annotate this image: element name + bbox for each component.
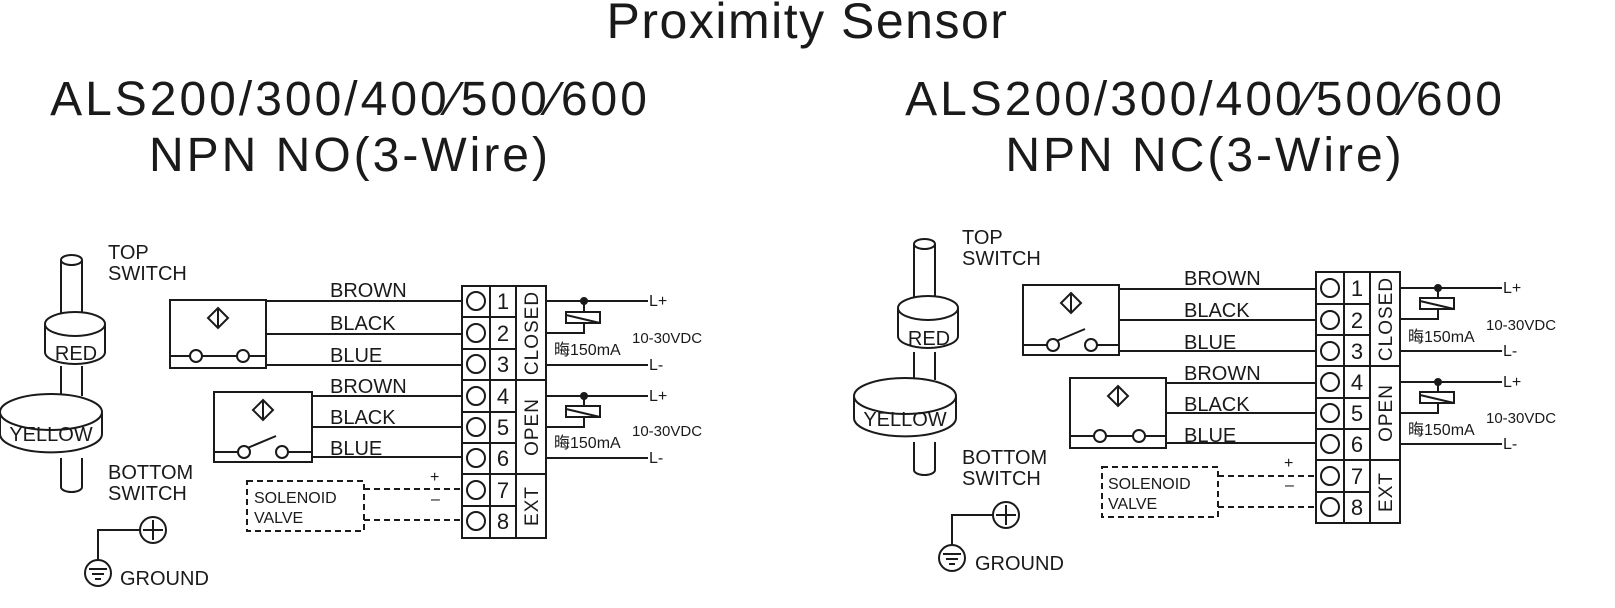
float-yellow-label: YELLOW xyxy=(9,424,92,446)
lminus-1-nc: L- xyxy=(1503,343,1517,360)
wire-black-2-no: BLACK xyxy=(330,407,396,429)
wire-brown-2-nc: BROWN xyxy=(1184,363,1261,385)
voltage-1-nc: 10-30VDC xyxy=(1486,317,1556,334)
lminus-2-nc: L- xyxy=(1503,436,1517,453)
wire-brown-1-nc: BROWN xyxy=(1184,268,1261,290)
terminal-4-nc: 4 xyxy=(1351,370,1363,395)
float-yellow-label-nc: YELLOW xyxy=(863,409,946,431)
wire-blue-1-nc: BLUE xyxy=(1184,332,1236,354)
terminal-1-nc: 1 xyxy=(1351,276,1363,301)
load-1-no: 晦150mA xyxy=(554,341,621,359)
sensor-top-no xyxy=(169,299,267,369)
bottom-switch-label-2: SWITCH xyxy=(108,483,187,505)
sol-plus-no: + xyxy=(430,469,439,486)
variant-title-nc: NPN NC(3-Wire) xyxy=(1005,129,1405,182)
top-switch-label-1-nc: TOP xyxy=(962,227,1003,249)
solenoid-label-2-nc: VALVE xyxy=(1108,496,1157,513)
voltage-1-no: 10-30VDC xyxy=(632,330,702,347)
group-closed-no: CLOSED xyxy=(522,291,543,375)
load-1-nc: 晦150mA xyxy=(1408,328,1475,346)
float-switch-no xyxy=(0,254,106,493)
terminal-6-no: 6 xyxy=(497,446,509,471)
sensor-top-nc xyxy=(1022,284,1120,356)
supply-circuit-1-no xyxy=(546,297,648,366)
terminal-block-no xyxy=(461,285,547,539)
float-switch-nc xyxy=(853,238,959,476)
terminal-5-nc: 5 xyxy=(1351,401,1363,426)
group-ext-no: EXT xyxy=(522,486,543,526)
terminal-7-nc: 7 xyxy=(1351,464,1363,489)
terminal-6-nc: 6 xyxy=(1351,432,1363,457)
wire-blue-1-no: BLUE xyxy=(330,345,382,367)
wire-brown-1-no: BROWN xyxy=(330,280,407,302)
supply-circuit-1-nc xyxy=(1400,284,1502,352)
wire-black-2-nc: BLACK xyxy=(1184,394,1250,416)
page-title: Proximity Sensor xyxy=(606,0,1009,49)
wire-black-1-nc: BLACK xyxy=(1184,300,1250,322)
solenoid-label-2-no: VALVE xyxy=(254,510,303,527)
ground-symbol-no xyxy=(84,516,167,587)
terminal-2-no: 2 xyxy=(497,321,509,346)
lplus-2-nc: L+ xyxy=(1503,374,1521,391)
bottom-switch-label-1-nc: BOTTOM xyxy=(962,447,1047,469)
load-2-no: 晦150mA xyxy=(554,434,621,452)
terminal-8-nc: 8 xyxy=(1351,495,1363,520)
sol-minus-nc: – xyxy=(1285,477,1294,494)
terminal-3-no: 3 xyxy=(497,352,509,377)
terminal-8-no: 8 xyxy=(497,509,509,534)
supply-circuit-2-nc xyxy=(1400,378,1502,445)
wire-blue-2-no: BLUE xyxy=(330,438,382,460)
group-closed-nc: CLOSED xyxy=(1376,277,1397,361)
solenoid-valve-nc xyxy=(1101,466,1316,518)
sensor-bottom-nc xyxy=(1069,377,1167,449)
voltage-2-no: 10-30VDC xyxy=(632,423,702,440)
load-2-nc: 晦150mA xyxy=(1408,421,1475,439)
terminal-7-no: 7 xyxy=(497,478,509,503)
group-open-no: OPEN xyxy=(522,398,543,456)
model-title-no: ALS200/300/400∕500∕600 xyxy=(50,73,650,126)
bottom-switch-label-1: BOTTOM xyxy=(108,462,193,484)
diagram-no: RED YELLOW TOP SWITCH BOTTOM SWITCH GROU… xyxy=(0,242,702,590)
terminal-3-nc: 3 xyxy=(1351,339,1363,364)
sensor-bottom-no xyxy=(213,391,313,463)
group-open-nc: OPEN xyxy=(1376,384,1397,442)
top-switch-label-2: SWITCH xyxy=(108,263,187,285)
lplus-2-no: L+ xyxy=(649,388,667,405)
top-switch-label-2-nc: SWITCH xyxy=(962,248,1041,270)
voltage-2-nc: 10-30VDC xyxy=(1486,410,1556,427)
sol-plus-nc: + xyxy=(1284,455,1293,472)
solenoid-valve-no xyxy=(246,480,462,532)
ground-label-nc: GROUND xyxy=(975,553,1064,575)
float-red-label-nc: RED xyxy=(908,328,950,350)
terminal-5-no: 5 xyxy=(497,415,509,440)
lminus-2-no: L- xyxy=(649,450,663,467)
terminal-block-nc xyxy=(1315,271,1401,524)
supply-circuit-2-no xyxy=(546,392,648,459)
solenoid-label-1-no: SOLENOID xyxy=(254,490,337,507)
ground-symbol-nc xyxy=(938,501,1020,572)
bottom-switch-label-2-nc: SWITCH xyxy=(962,468,1041,490)
ground-label-no: GROUND xyxy=(120,568,209,590)
terminal-2-nc: 2 xyxy=(1351,308,1363,333)
terminal-4-no: 4 xyxy=(497,384,509,409)
float-red-label: RED xyxy=(55,343,97,365)
lminus-1-no: L- xyxy=(649,357,663,374)
variant-title-no: NPN NO(3-Wire) xyxy=(149,129,551,182)
group-ext-nc: EXT xyxy=(1376,472,1397,512)
lplus-1-nc: L+ xyxy=(1503,280,1521,297)
sol-minus-no: – xyxy=(431,491,440,508)
wire-brown-2-no: BROWN xyxy=(330,376,407,398)
lplus-1-no: L+ xyxy=(649,293,667,310)
model-title-nc: ALS200/300/400∕500∕600 xyxy=(905,73,1505,126)
top-switch-label-1: TOP xyxy=(108,242,149,264)
diagram-nc: RED YELLOW TOP SWITCH BOTTOM SWITCH GROU… xyxy=(853,227,1556,575)
wire-black-1-no: BLACK xyxy=(330,313,396,335)
wire-blue-2-nc: BLUE xyxy=(1184,425,1236,447)
terminal-1-no: 1 xyxy=(497,289,509,314)
solenoid-label-1-nc: SOLENOID xyxy=(1108,476,1191,493)
